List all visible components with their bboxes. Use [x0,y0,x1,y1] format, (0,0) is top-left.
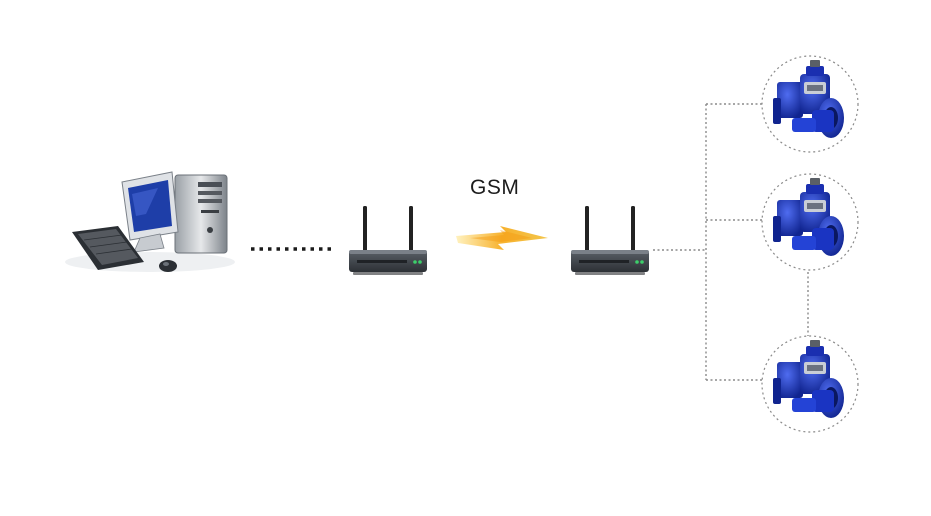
lightning-bolt-icon [456,226,548,250]
router-icon [571,206,649,275]
router-icon [349,206,427,275]
water-meter-icon [761,335,859,433]
gsm-label: GSM [470,176,520,199]
meter-bus-lines [653,103,809,381]
water-meter-icon [761,55,859,153]
computer-icon [65,171,235,272]
water-meter-icon [761,173,859,271]
